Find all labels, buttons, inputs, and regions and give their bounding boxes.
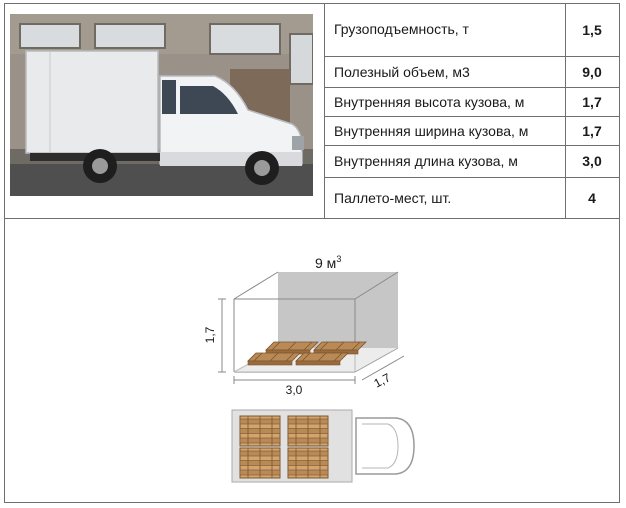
pallet-topview bbox=[239, 415, 281, 447]
spec-value-volume: 9,0 bbox=[582, 64, 602, 80]
pallet-topview bbox=[239, 447, 281, 479]
row-divider bbox=[324, 87, 620, 88]
photo-divider bbox=[324, 3, 325, 218]
spec-label-width: Внутренняя ширина кузова, м bbox=[334, 123, 529, 139]
spec-sheet bbox=[4, 3, 620, 503]
spec-label-pallets: Паллето-мест, шт. bbox=[334, 190, 452, 206]
row-divider bbox=[324, 145, 620, 146]
pallet-iso bbox=[295, 352, 349, 366]
van-photo bbox=[10, 14, 313, 196]
spec-value-capacity: 1,5 bbox=[582, 22, 602, 38]
section-divider bbox=[4, 218, 620, 219]
height-dimension-label: 1,7 bbox=[203, 326, 217, 343]
pallet-topview bbox=[287, 447, 329, 479]
value-divider bbox=[565, 3, 566, 218]
length-dimension-label: 3,0 bbox=[286, 383, 303, 397]
spec-value-width: 1,7 bbox=[582, 123, 602, 139]
spec-value-pallets: 4 bbox=[588, 190, 596, 206]
row-divider bbox=[324, 56, 620, 57]
pallet-iso bbox=[313, 341, 367, 355]
spec-label-volume: Полезный объем, м3 bbox=[334, 64, 470, 80]
dimension-lines bbox=[218, 298, 405, 384]
pallet-iso bbox=[265, 341, 319, 355]
pallet-iso bbox=[247, 352, 301, 366]
spec-label-length: Внутренняя длина кузова, м bbox=[334, 153, 518, 169]
spec-value-length: 3,0 bbox=[582, 153, 602, 169]
pallet-topview bbox=[287, 415, 329, 447]
volume-label: 9 м3 bbox=[315, 254, 341, 271]
truck-cab-icon bbox=[355, 417, 415, 475]
spec-value-height: 1,7 bbox=[582, 94, 602, 110]
row-divider bbox=[324, 116, 620, 117]
spec-label-height: Внутренняя высота кузова, м bbox=[334, 94, 525, 110]
spec-label-capacity: Грузоподъемность, т bbox=[334, 21, 469, 37]
row-divider bbox=[324, 177, 620, 178]
